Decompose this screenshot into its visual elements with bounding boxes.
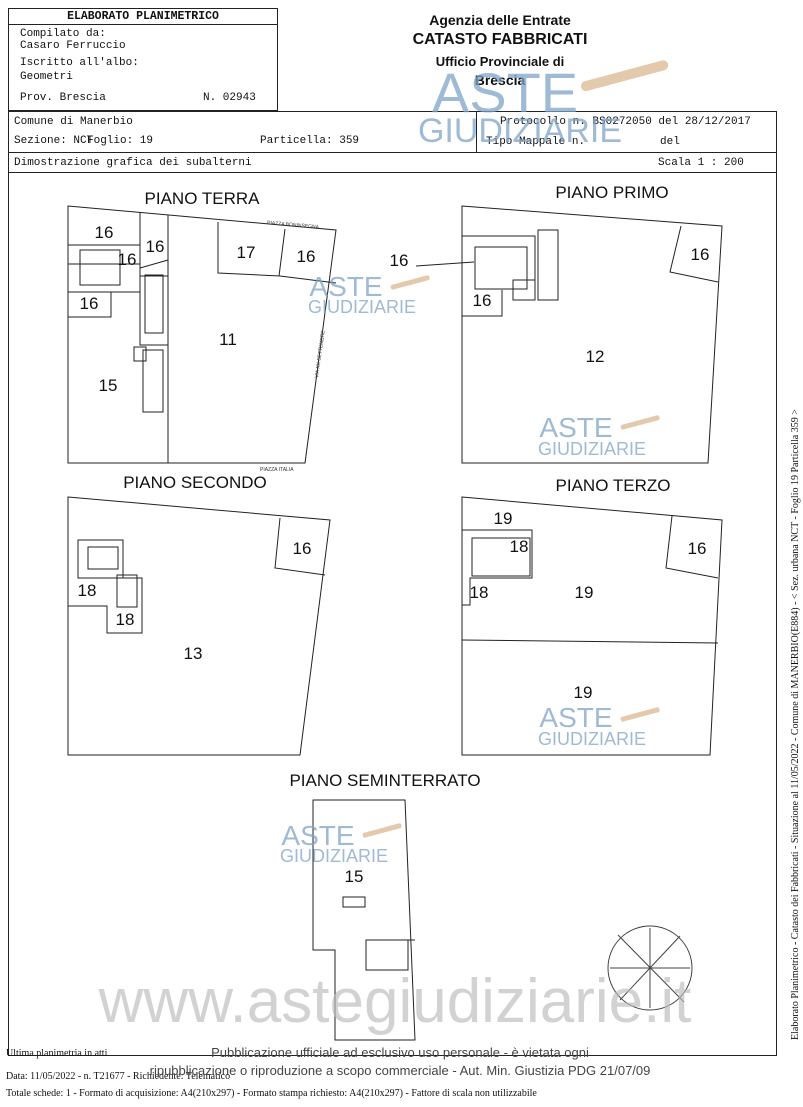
room-label: 16: [80, 294, 99, 313]
agency-name: Agenzia delle Entrate: [429, 12, 571, 28]
plan-title: PIANO PRIMO: [555, 183, 668, 202]
comune: Comune di Manerbio: [14, 116, 133, 128]
room-label: 13: [184, 644, 203, 663]
svg-text:GIUDIZIARIE: GIUDIZIARIE: [538, 439, 646, 459]
north-arrow-icon: [607, 925, 693, 1011]
city: Brescia: [474, 72, 526, 88]
divider: [8, 172, 777, 173]
particella: Particella: 359: [260, 135, 360, 147]
main-frame: [8, 111, 777, 1056]
room-label: 16: [691, 245, 710, 264]
room-label: 16: [146, 237, 165, 256]
compilato-label: Compilato da:: [20, 28, 106, 40]
room-label: 16: [688, 539, 707, 558]
url-watermark: www.astegiudiziarie.it: [98, 967, 692, 1036]
plan-title: PIANO SECONDO: [123, 473, 267, 492]
plan-piano-secondo: [67, 496, 331, 756]
iscritto-value: Geometri: [20, 71, 73, 83]
plan-title: PIANO SEMINTERRATO: [289, 771, 480, 790]
document-title: ELABORATO PLANIMETRICO: [67, 10, 219, 23]
divider: [476, 111, 477, 152]
svg-text:ASTE: ASTE: [432, 61, 578, 124]
gavel-icon: [362, 60, 669, 838]
room-label: 18: [510, 537, 529, 556]
plan-title: PIANO TERRA: [145, 189, 261, 208]
foglio: Foglio: 19: [87, 135, 154, 147]
aste-watermark-logo: ASTE GIUDIZIARIE ASTE GIUDIZIARIE ASTE G…: [280, 61, 646, 866]
iscritto-label: Iscritto all'albo:: [20, 57, 139, 69]
publication-notice: Pubblicazione ufficiale ad esclusivo uso…: [211, 1045, 589, 1060]
numero: N. 02943: [203, 92, 256, 104]
compilato-name: Casaro Ferruccio: [20, 40, 126, 52]
room-label: 16: [293, 539, 312, 558]
room-label: 19: [575, 583, 594, 602]
svg-text:ASTE: ASTE: [539, 412, 612, 443]
ufficio: Ufficio Provinciale di: [435, 54, 565, 69]
room-label: 16: [473, 291, 492, 310]
room-label: 16: [118, 250, 137, 269]
divider: [8, 152, 777, 153]
tipo-mappale: Tipo Mappale n.: [486, 136, 586, 148]
room-label: 11: [219, 330, 237, 349]
scala: Scala 1 : 200: [658, 157, 744, 169]
room-label: 16: [95, 223, 114, 242]
footer-totale: Totale schede: 1 - Formato di acquisizio…: [6, 1088, 537, 1099]
room-label: 17: [237, 243, 256, 262]
street-label: PIAZZA ITALIA: [260, 467, 294, 473]
room-label: 19: [574, 683, 593, 702]
room-label: 16: [390, 251, 409, 270]
tipo-del: del: [660, 136, 680, 148]
sezione: Sezione: NCT: [14, 135, 94, 147]
svg-text:ASTE: ASTE: [539, 702, 612, 733]
svg-text:GIUDIZIARIE: GIUDIZIARIE: [538, 729, 646, 749]
footer-data: Data: 11/05/2022 - n. T21677 - Richieden…: [6, 1071, 231, 1082]
svg-text:GIUDIZIARIE: GIUDIZIARIE: [308, 297, 416, 317]
room-label: 18: [470, 583, 489, 602]
street-label: PIAZZA BONINSEGNA: [267, 220, 320, 231]
room-label: 15: [99, 376, 118, 395]
room-label: 16: [297, 247, 316, 266]
publication-notice: ripubblicazione o riproduzione a scopo c…: [149, 1063, 651, 1078]
svg-text:ASTE: ASTE: [309, 271, 382, 302]
svg-text:GIUDIZIARIE: GIUDIZIARIE: [418, 112, 622, 150]
room-label: 18: [116, 610, 135, 629]
room-label: 18: [78, 581, 97, 600]
plan-piano-seminterrato: [312, 799, 416, 1041]
svg-text:ASTE: ASTE: [281, 820, 354, 851]
side-text: Elaborato Planimetrico - Catasto dei Fab…: [790, 409, 801, 1040]
plan-piano-primo: [415, 205, 723, 464]
street-label: VIA XX SETTEMBRE: [314, 329, 327, 378]
plan-piano-terra: [67, 205, 337, 464]
divider: [8, 24, 278, 25]
plan-title: PIANO TERZO: [556, 476, 671, 495]
catasto-title: CATASTO FABBRICATI: [412, 31, 588, 48]
prov: Prov. Brescia: [20, 92, 106, 104]
dimostrazione: Dimostrazione grafica dei subalterni: [14, 157, 252, 169]
protocollo: Protocollo n. BS0272050 del 28/12/2017: [500, 116, 751, 128]
header-box: [8, 8, 278, 111]
svg-text:GIUDIZIARIE: GIUDIZIARIE: [280, 846, 388, 866]
room-label: 15: [345, 867, 364, 886]
plan-piano-terzo: [461, 496, 723, 756]
room-label: 12: [586, 347, 605, 366]
room-label: 19: [494, 509, 513, 528]
footer-ultima: Ultima planimetria in atti: [6, 1048, 108, 1059]
